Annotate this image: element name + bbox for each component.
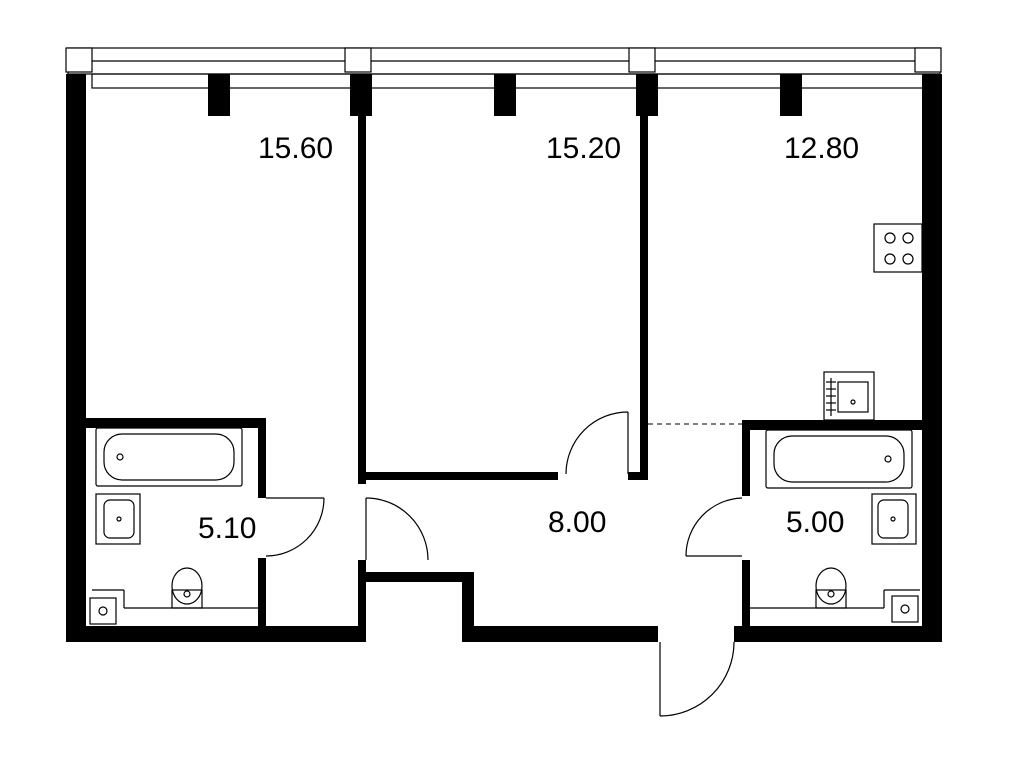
stove-icon [873,223,923,273]
shower-drain-icon [89,597,117,625]
door-bathroom-1 [265,497,325,557]
bathroom-2-area: 5.00 [786,506,844,539]
bathtub-icon [95,427,243,487]
walls [66,74,942,642]
hallway-area: 8.00 [548,506,606,539]
door-room-1 [365,497,429,561]
washbasin-icon [95,493,141,545]
sink-icon [823,371,875,421]
door-entrance [659,641,735,717]
room-2-area: 15.20 [546,132,621,165]
washbasin-icon [871,493,917,545]
toilet-icon [171,567,203,609]
room-3-area: 12.80 [784,132,859,165]
bathroom-1-area: 5.10 [198,512,256,545]
shower-drain-icon [891,595,919,623]
toilet-icon [815,567,847,609]
doors [265,411,743,717]
bathtub-icon [765,429,913,489]
door-room-2 [565,411,629,475]
room-1-area: 15.60 [258,132,333,165]
door-bathroom-2 [685,497,743,557]
